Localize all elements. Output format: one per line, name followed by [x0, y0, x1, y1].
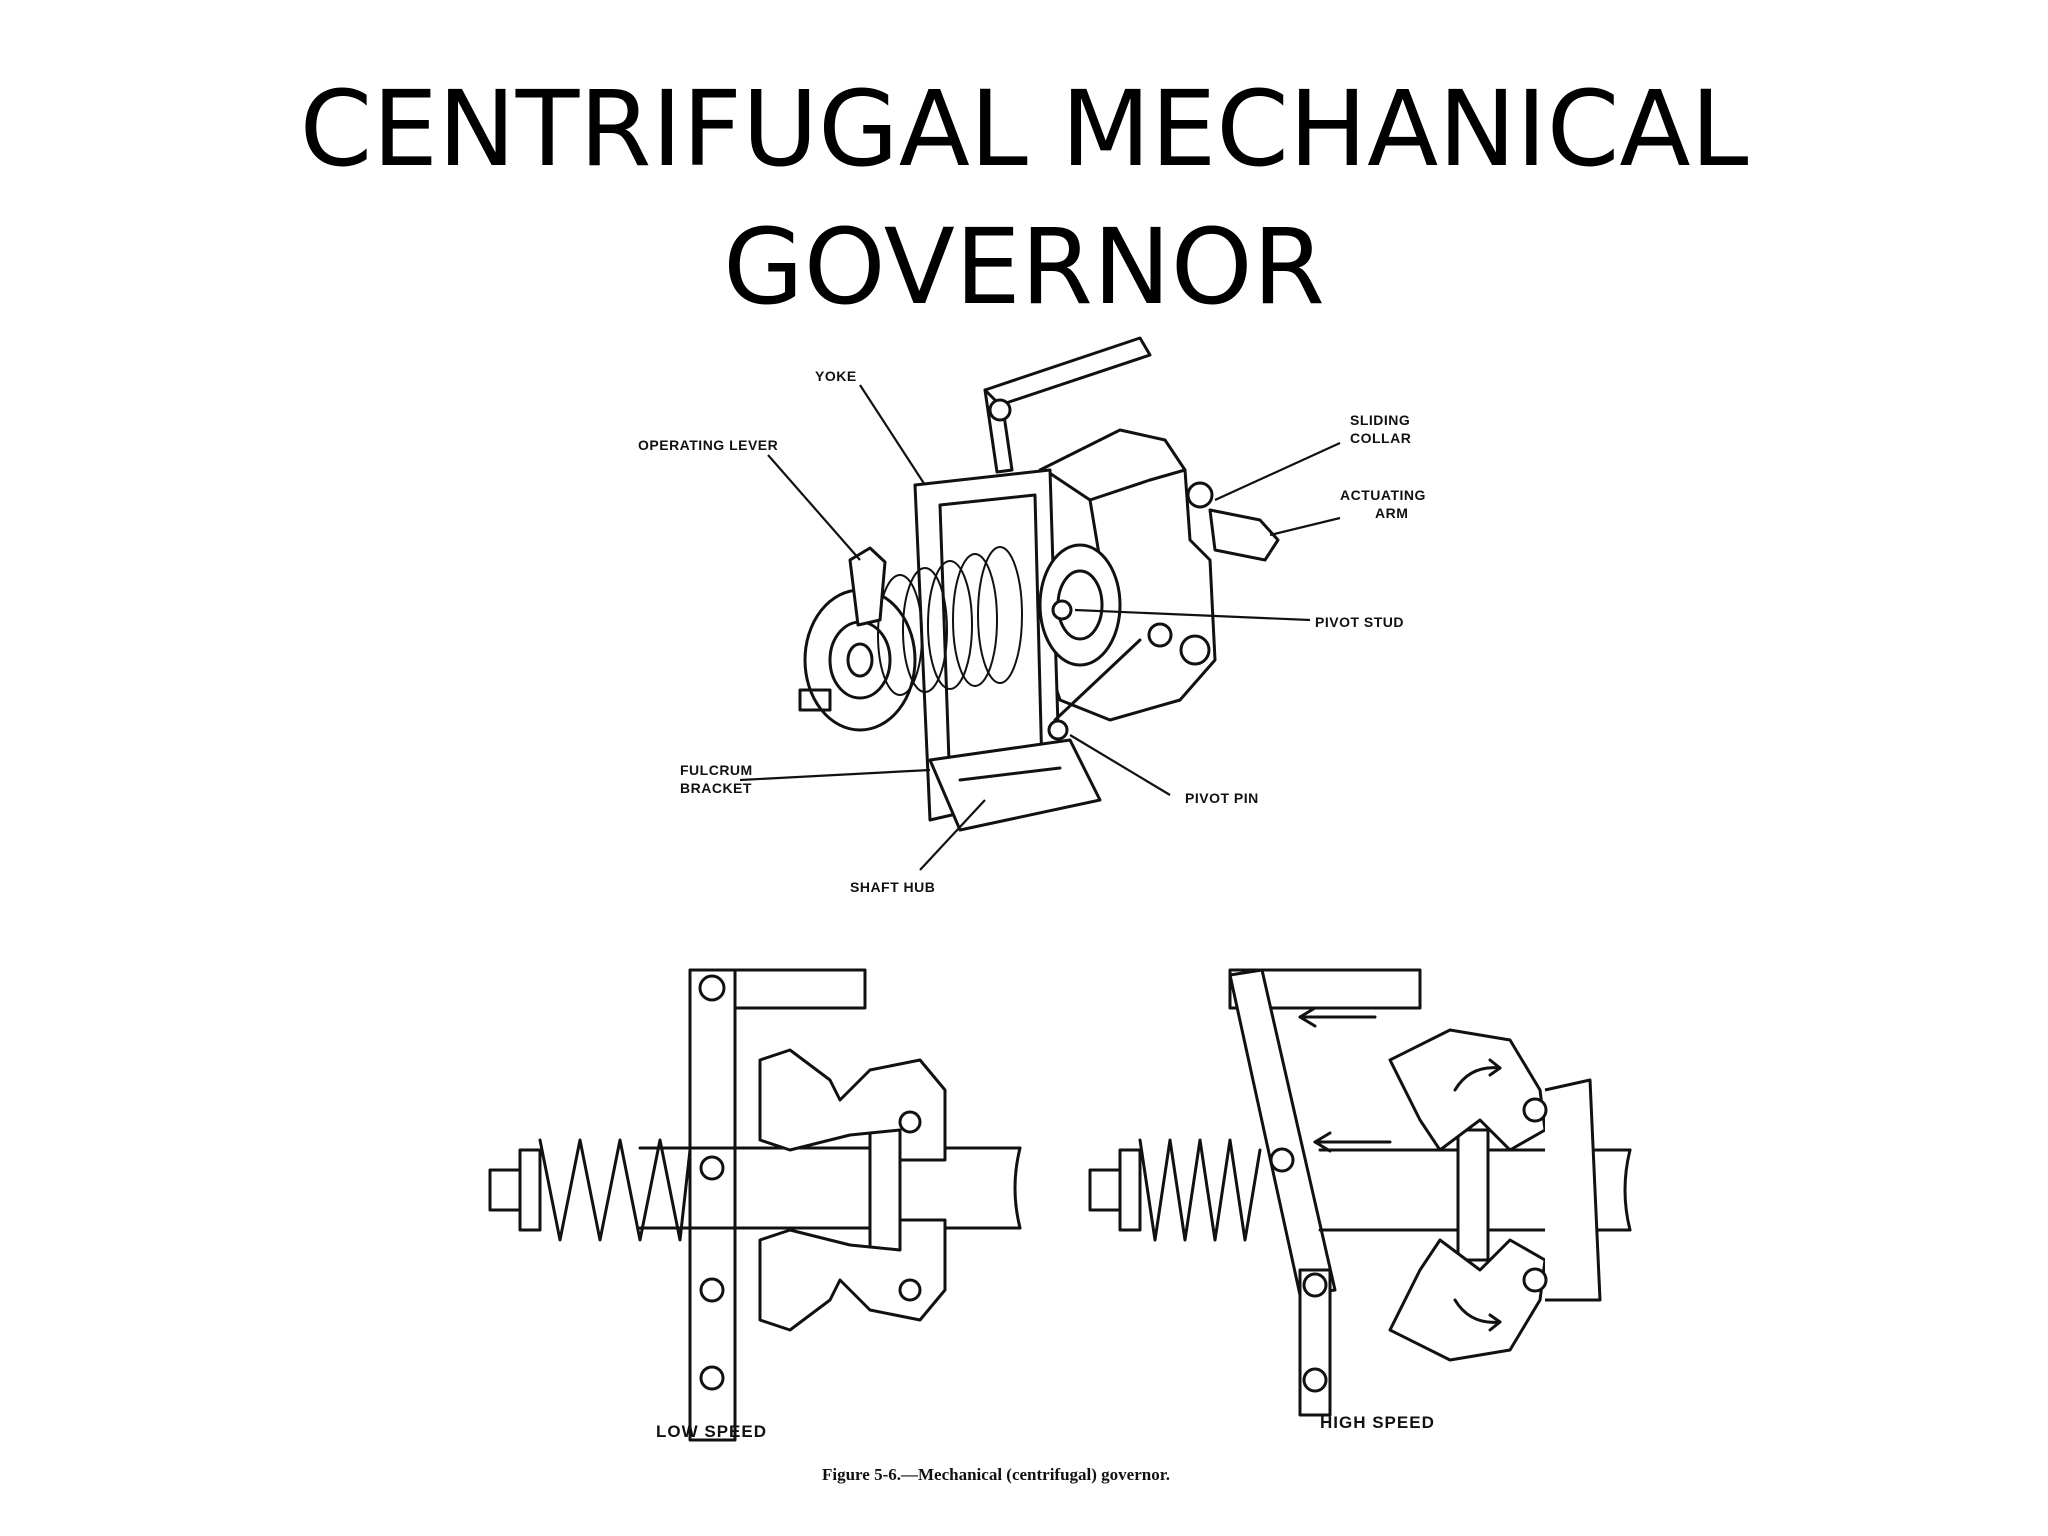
high-speed-view: HIGH SPEED	[1088, 968, 1632, 1432]
title-line-1: CENTRIFUGAL MECHANICAL	[299, 68, 1749, 190]
isometric-labels: YOKE OPERATING LEVER SLIDING COLLAR ACTU…	[638, 368, 1426, 895]
label-low-speed: LOW SPEED	[656, 1422, 767, 1441]
label-high-speed: HIGH SPEED	[1320, 1413, 1435, 1432]
label-fulcrum-bracket-2: BRACKET	[680, 780, 752, 796]
label-pivot-stud: PIVOT STUD	[1315, 614, 1404, 630]
label-actuating-arm-1: ACTUATING	[1340, 487, 1426, 503]
label-yoke: YOKE	[815, 368, 857, 384]
label-operating-lever: OPERATING LEVER	[638, 437, 778, 453]
figure-caption: Figure 5-6.—Mechanical (centrifugal) gov…	[822, 1465, 1170, 1484]
title-line-2: GOVERNOR	[723, 206, 1325, 328]
label-shaft-hub: SHAFT HUB	[850, 879, 935, 895]
label-sliding-collar-2: COLLAR	[1350, 430, 1411, 446]
label-fulcrum-bracket-1: FULCRUM	[680, 762, 753, 778]
label-pivot-pin: PIVOT PIN	[1185, 790, 1259, 806]
label-sliding-collar-1: SLIDING	[1350, 412, 1410, 428]
slide-title: CENTRIFUGAL MECHANICAL GOVERNOR	[0, 60, 2048, 336]
isometric-governor-assembly	[798, 336, 1280, 832]
low-speed-view: LOW SPEED	[488, 968, 1022, 1442]
isometric-leader-lines	[739, 384, 1341, 871]
label-actuating-arm-2: ARM	[1375, 505, 1408, 521]
